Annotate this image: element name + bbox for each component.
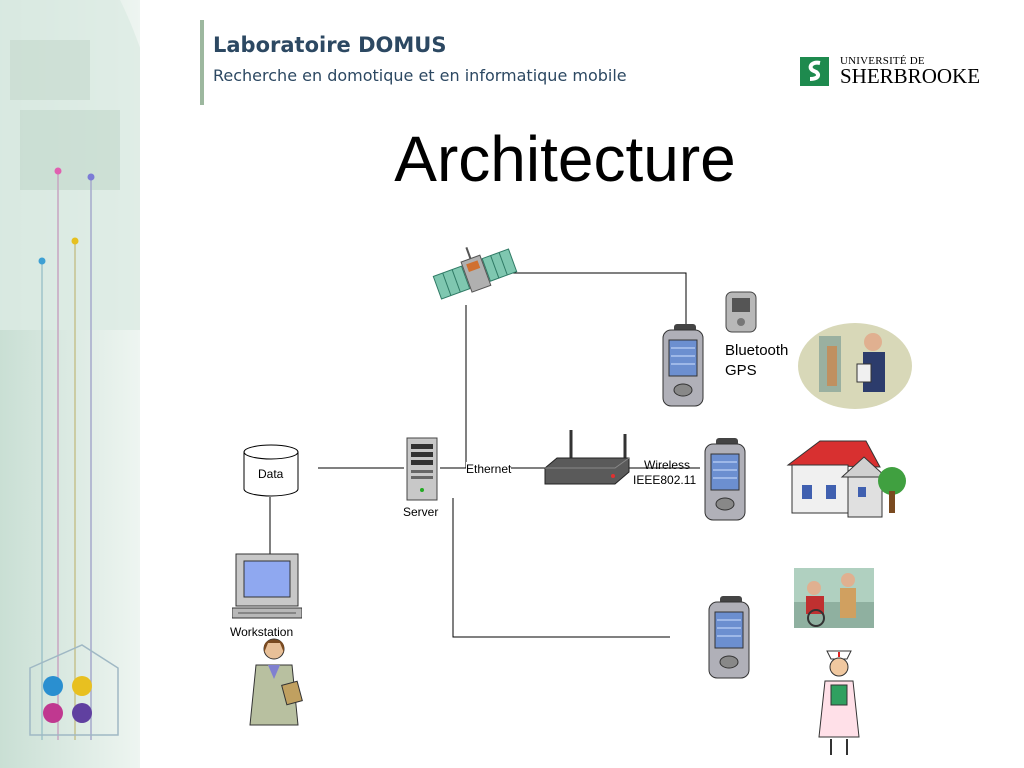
database-icon bbox=[243, 444, 299, 497]
ieee-label: IEEE802.11 bbox=[633, 473, 697, 487]
wireless-label: Wireless bbox=[644, 458, 691, 472]
wireless-router-icon bbox=[544, 430, 630, 485]
gps-label: GPS bbox=[725, 362, 757, 379]
workstation-label: Workstation bbox=[230, 625, 294, 639]
server-icon bbox=[406, 437, 438, 501]
ethernet-label: Ethernet bbox=[466, 462, 512, 476]
data-label: Data bbox=[258, 467, 284, 481]
gps-receiver-icon bbox=[725, 291, 757, 333]
university-name-line2: SHERBROOKE bbox=[840, 64, 981, 88]
house-icon bbox=[786, 440, 906, 518]
office-worker-icon bbox=[249, 638, 303, 726]
university-name-line1: UNIVERSITÉ DE bbox=[840, 55, 925, 67]
satellite-icon bbox=[432, 247, 518, 300]
bluetooth-label: Bluetooth bbox=[725, 342, 789, 359]
header-divider bbox=[200, 20, 204, 105]
sidebar-decoration bbox=[0, 0, 140, 768]
page-title: Architecture bbox=[394, 123, 736, 195]
pda-device-icon bbox=[708, 596, 750, 679]
nurse-icon bbox=[818, 650, 860, 755]
server-label: Server bbox=[403, 505, 439, 519]
lab-name: Laboratoire DOMUS bbox=[213, 33, 447, 57]
elderly-person-icon bbox=[798, 323, 912, 409]
lab-subtitle: Recherche en domotique et en informatiqu… bbox=[213, 66, 627, 85]
caregiver-scene-icon bbox=[794, 568, 874, 628]
pda-device-icon bbox=[662, 324, 704, 407]
pda-device-icon bbox=[704, 438, 746, 521]
university-logo-icon bbox=[800, 57, 829, 86]
workstation-computer-icon bbox=[232, 553, 302, 619]
